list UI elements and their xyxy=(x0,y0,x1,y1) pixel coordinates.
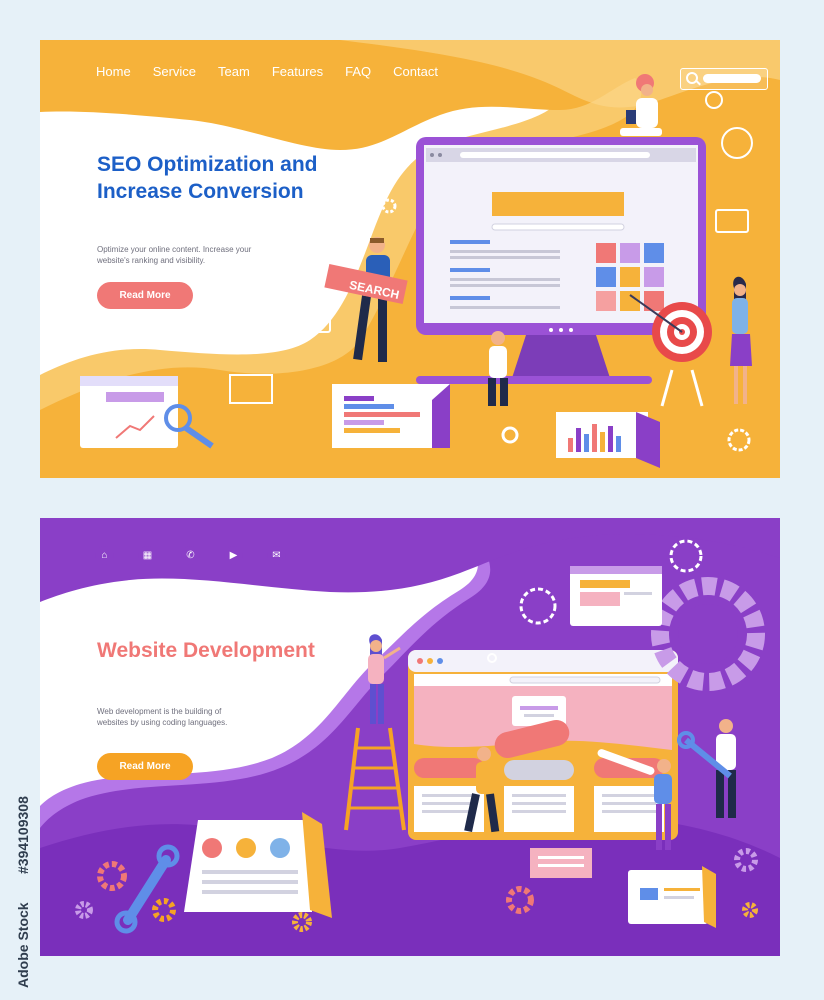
dev-read-more-button[interactable]: Read More xyxy=(97,753,193,780)
search-icon[interactable] xyxy=(686,72,698,84)
seo-top-nav: Home Service Team Features FAQ Contact xyxy=(96,64,438,79)
seo-read-more-button[interactable]: Read More xyxy=(97,282,193,309)
nav-contact-link[interactable]: Contact xyxy=(393,64,438,79)
watermark-id-text: #394109308 xyxy=(15,796,31,874)
dev-top-icons: ⌂ ▦ ✆ ▶ ✉ xyxy=(95,546,286,565)
nav-service-link[interactable]: Service xyxy=(152,64,197,79)
home-icon[interactable]: ⌂ xyxy=(95,546,114,565)
seo-description: Optimize your online content. Increase y… xyxy=(97,245,252,265)
nav-faq-link[interactable]: FAQ xyxy=(345,64,372,79)
nav-features-link[interactable]: Features xyxy=(271,64,324,79)
watermark-brand-text: Adobe Stock xyxy=(15,902,31,988)
dev-page-title: Website Development xyxy=(97,639,315,662)
phone-icon[interactable]: ✆ xyxy=(181,546,200,565)
keyboard-icon[interactable]: ▦ xyxy=(138,546,157,565)
seo-page-title: SEO Optimization and Increase Conversion xyxy=(97,153,318,203)
nav-search-box xyxy=(680,68,768,90)
search-input[interactable] xyxy=(703,74,761,83)
play-icon[interactable]: ▶ xyxy=(224,546,243,565)
nav-home-link[interactable]: Home xyxy=(96,64,131,79)
nav-team-link[interactable]: Team xyxy=(218,64,250,79)
mail-icon[interactable]: ✉ xyxy=(267,546,286,565)
dev-description: Web development is the building of websi… xyxy=(97,707,228,727)
